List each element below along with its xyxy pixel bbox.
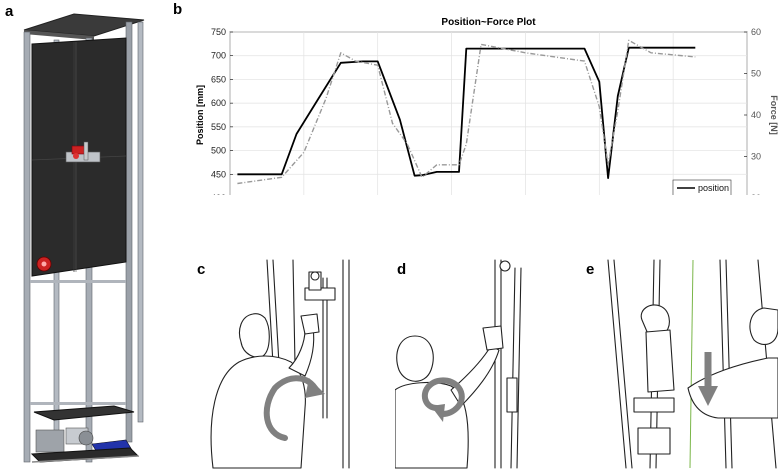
person-hand xyxy=(300,313,320,335)
panel-label-b: b xyxy=(173,1,183,18)
pulley xyxy=(499,260,511,272)
y2-tick-label: 20 xyxy=(751,193,761,195)
legend-box xyxy=(672,179,732,195)
y-axis-label: Position [mm] xyxy=(195,85,205,145)
rotation-arrow xyxy=(421,377,465,417)
panel-label-c: c xyxy=(197,261,206,278)
person-body xyxy=(210,355,306,469)
series-line-force xyxy=(237,39,696,185)
illustration-c xyxy=(210,259,350,469)
y2-tick-label: 60 xyxy=(751,27,761,37)
right-rail xyxy=(125,21,133,443)
chart-title: Position~Force Plot xyxy=(441,17,536,28)
person-head xyxy=(749,307,778,346)
y-tick-label: 450 xyxy=(211,169,226,179)
y-tick-label: 600 xyxy=(211,98,226,108)
y-tick-label: 550 xyxy=(211,122,226,132)
person-fist xyxy=(640,304,670,335)
person-head xyxy=(238,313,270,358)
illustration-e xyxy=(607,259,778,469)
y2-tick-label: 40 xyxy=(751,110,761,120)
y2-axis-label: Force [N] xyxy=(769,95,779,135)
person-head xyxy=(396,335,434,382)
y2-tick-label: 50 xyxy=(751,69,761,79)
y2-tick-label: 30 xyxy=(751,152,761,162)
illustration-d xyxy=(395,259,522,469)
y-tick-label: 750 xyxy=(211,27,226,37)
y-tick-label: 650 xyxy=(211,74,226,84)
side-handle xyxy=(506,377,518,413)
y-tick-label: 400 xyxy=(211,193,226,195)
panel-label-e: e xyxy=(586,261,595,278)
person-forearm xyxy=(645,329,675,393)
left-rail xyxy=(23,31,31,463)
person-body xyxy=(395,381,469,469)
legend: position force xyxy=(672,179,732,195)
person-hand xyxy=(482,325,504,351)
guide-line xyxy=(689,259,694,469)
device-rendering xyxy=(23,13,145,463)
legend-position-label: position xyxy=(698,183,729,193)
panel-label-d: d xyxy=(397,261,407,278)
panel-label-a: a xyxy=(5,3,14,20)
y-tick-label: 500 xyxy=(211,146,226,156)
plot-area xyxy=(229,31,748,195)
y-tick-label: 700 xyxy=(211,51,226,61)
position-force-chart: 0102030405060704004505005506006507007502… xyxy=(195,17,779,195)
rotation-arrow xyxy=(263,375,318,441)
series-line-position xyxy=(237,46,696,180)
bottom-plate xyxy=(33,405,135,421)
person-arm xyxy=(450,345,500,407)
person-arm xyxy=(288,327,315,377)
